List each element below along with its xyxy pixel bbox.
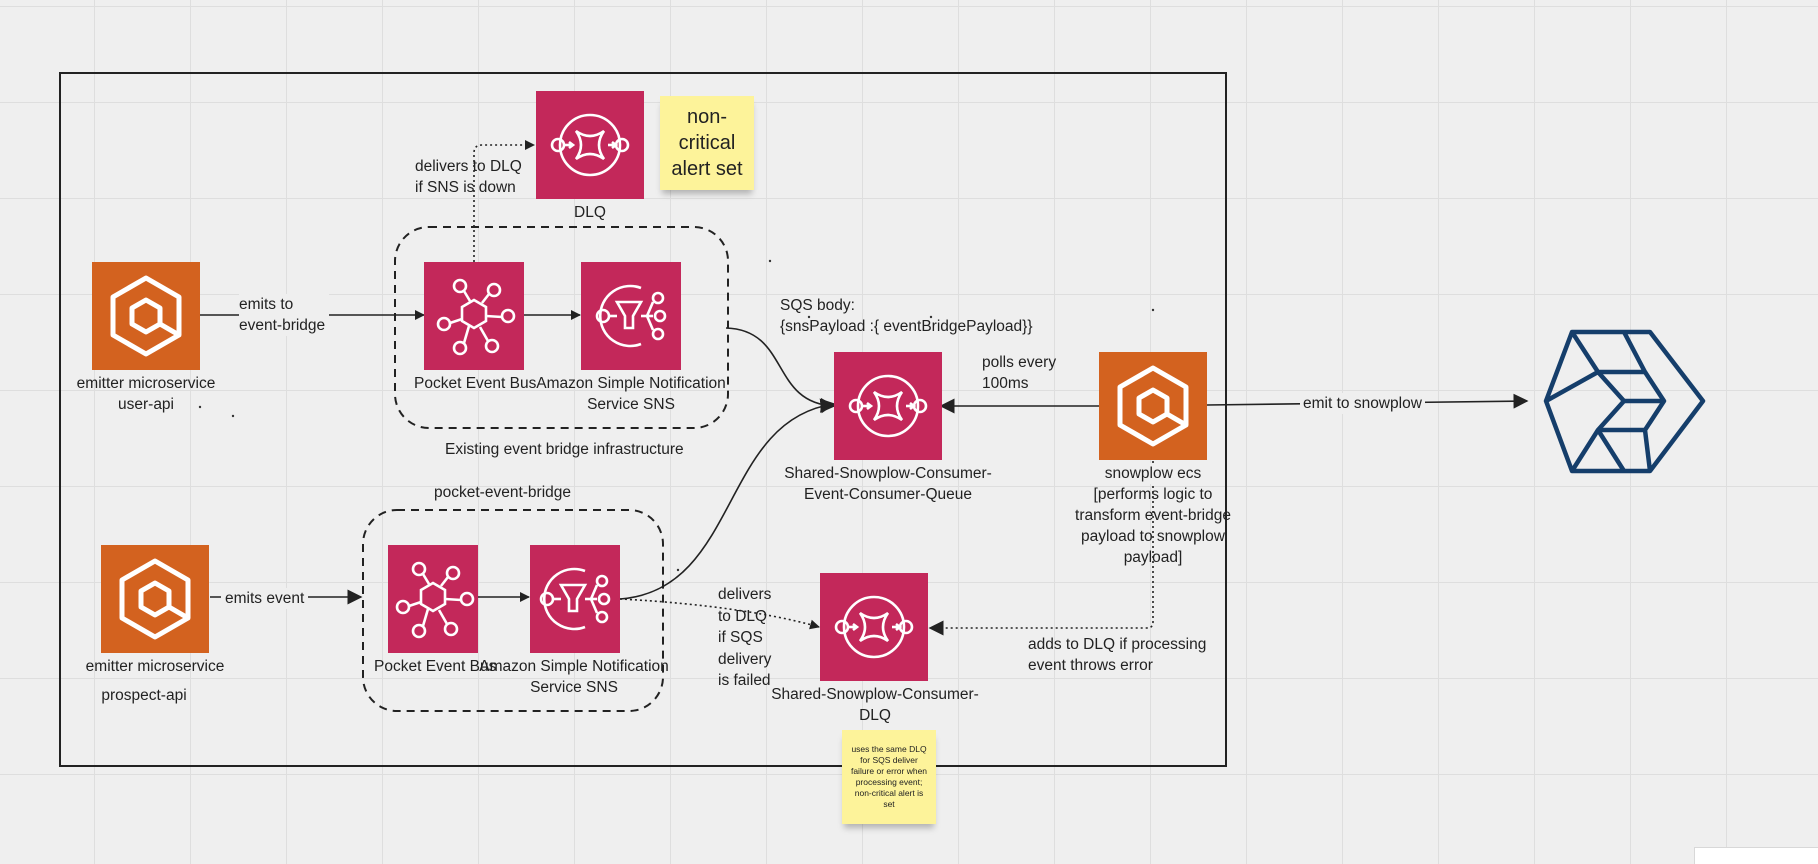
snowplow-ecs-line3: transform event-bridge [1075,507,1231,524]
emitter-user-api-label: emitter microservice user-api [66,373,226,415]
delivers-dlq-line1: delivers to DLQ [415,158,522,175]
adds-dlq-line1: adds to DLQ if processing [1028,636,1207,653]
ecs-icon[interactable] [92,262,200,370]
minimap-corner[interactable] [1694,847,1818,864]
sticky-note-dlq-text: uses the same DLQ for SQS deliver failur… [850,744,928,809]
boundary-frame [59,72,1227,767]
emitter-user-line1: emitter microservice [76,375,216,392]
consumer-dlq-label: Shared-Snowplow-Consumer- DLQ [760,684,990,726]
consumer-dlq-line1: Shared-Snowplow-Consumer- [771,686,979,703]
emits-to-line1: emits to [239,296,294,313]
polls-line1: polls every [982,354,1057,371]
emit-to-snowplow-label: emit to snowplow [1300,393,1425,414]
pocket-event-bus-top-label: Pocket Event Bus [414,375,537,392]
ecs-icon[interactable] [101,545,209,653]
sns-top-label: Amazon Simple Notification Service SNS [534,373,728,415]
delivers-sqs-failed-label: delivers to DLQ if SQS delivery is faile… [718,584,771,692]
existing-infra-label: Existing event bridge infrastructure [445,441,684,458]
delivers-dlq-line2: if SNS is down [415,179,516,196]
edge-ecs-to-dlq [928,461,1154,636]
eventbridge-icon[interactable] [424,262,524,370]
sns-top-line1: Amazon Simple Notification [536,375,726,392]
sqs-body-line2: {snsPayload :{ eventBridgePayload}} [780,318,1033,335]
dlq-top-label: DLQ [574,204,606,221]
snowplow-ecs-line4: payload to snowplow [1081,528,1225,545]
sns-bottom-label: Amazon Simple Notification Service SNS [477,656,671,698]
consumer-queue-label: Shared-Snowplow-Consumer- Event-Consumer… [773,463,1003,505]
sns-top-line2: Service SNS [587,396,675,413]
sticky-note-alert[interactable]: non-critical alert set [660,96,754,190]
snowplow-ecs-line1: snowplow ecs [1104,463,1202,484]
snowplow-ecs-label: snowplow ecs [performs logic to transfor… [1063,463,1243,568]
snowplow-ecs-line2: [performs logic to [1093,486,1213,503]
emits-event-label: emits event [221,588,309,609]
polls-every-label: polls every 100ms [982,352,1056,394]
emitter-user-line2: user-api [118,396,174,413]
delivers-dlq-if-sns-down-label: delivers to DLQ if SNS is down [415,156,522,198]
delivers-sqs-line5: is failed [718,672,771,689]
emitter-prospect-line1: emitter microservice [85,658,225,675]
edge-sns-bottom-to-dlq [619,598,820,630]
sticky-note-alert-text: non-critical alert set [671,106,743,180]
edge-sns-bottom-to-queue [619,398,836,600]
pocket-event-bus-bottom-label: Pocket Event Bus [374,658,497,675]
consumer-queue-line1: Shared-Snowplow-Consumer- [784,465,992,482]
emitter-prospect-api-label: emitter microservice prospect-api [75,656,235,706]
delivers-sqs-line1: delivers [718,586,772,603]
edge-bus-to-dlq [473,140,535,262]
emitter-prospect-line2: prospect-api [101,687,187,704]
snowplow-ecs-line5: payload] [1123,549,1183,566]
sticky-note-dlq[interactable]: uses the same DLQ for SQS deliver failur… [842,730,936,824]
delivers-sqs-line3: if SQS [718,629,763,646]
polls-line2: 100ms [982,375,1029,392]
sns-icon[interactable] [530,545,620,653]
adds-dlq-line2: event throws error [1028,657,1153,674]
consumer-queue-line2: Event-Consumer-Queue [804,486,972,503]
emits-to-event-bridge-label: emits to event-bridge [239,294,330,336]
adds-to-dlq-label: adds to DLQ if processing event throws e… [1028,634,1206,676]
ecs-icon[interactable] [1099,352,1207,460]
sns-icon[interactable] [581,262,681,370]
pocket-event-bridge-label: pocket-event-bridge [434,484,571,501]
sns-bottom-line1: Amazon Simple Notification [479,658,669,675]
edge-sns-top-to-queue [725,327,836,413]
emits-to-line2: event-bridge [239,317,326,334]
sqs-body-line1: SQS body: [780,297,855,314]
snowplow-logo-icon[interactable] [1543,329,1706,474]
pocket-event-bridge-group [362,509,664,712]
sqs-queue-icon[interactable] [536,91,644,199]
sns-bottom-line2: Service SNS [530,679,618,696]
delivers-sqs-line4: delivery [718,650,772,668]
sqs-body-label: SQS body: {snsPayload :{ eventBridgePayl… [780,295,1033,337]
consumer-dlq-line2: DLQ [859,707,891,724]
sqs-queue-icon[interactable] [820,573,928,681]
sqs-queue-icon[interactable] [834,352,942,460]
eventbridge-icon[interactable] [388,545,478,653]
delivers-sqs-line2: to DLQ [718,607,768,625]
